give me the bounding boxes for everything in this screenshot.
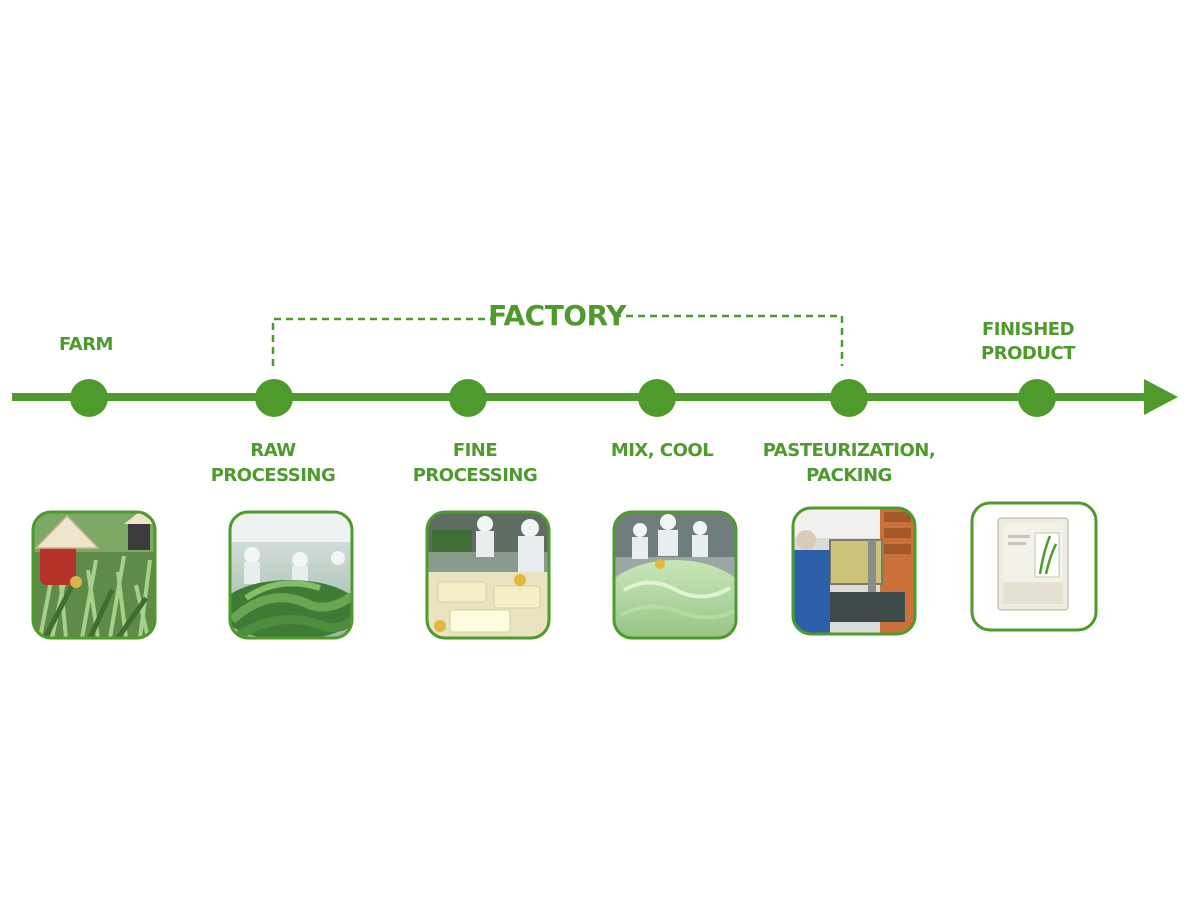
stage-label-raw-line1: RAW	[250, 440, 296, 461]
timeline	[12, 379, 1178, 415]
factory-bracket-right	[614, 314, 844, 366]
photo-mix-cool	[612, 510, 738, 640]
stage-label-farm: FARM	[59, 334, 113, 355]
photo-fine-processing	[425, 510, 551, 640]
photo-frame-farm	[31, 510, 157, 640]
photo-farm	[31, 510, 157, 640]
stage-label-raw-line2: PROCESSING	[211, 465, 336, 486]
photo-pasteurization-packing	[791, 506, 917, 636]
photo-frame-raw	[228, 510, 354, 640]
stage-node-mix-cool	[638, 379, 676, 417]
stage-label-fine-line2: PROCESSING	[413, 465, 538, 486]
stage-nodes	[70, 379, 1056, 417]
stage-label-fin-line2: PRODUCT	[981, 343, 1076, 364]
photo-frame-fine	[425, 510, 551, 640]
stage-label-fin-line1: FINISHED	[982, 319, 1074, 340]
photo-raw-processing	[228, 510, 354, 640]
stage-labels: FARM RAW PROCESSING FINE PROCESSING MIX,…	[59, 319, 1077, 486]
photo-finished-product	[970, 501, 1098, 632]
stage-label-fine-line1: FINE	[453, 440, 497, 461]
stage-label-past-line1: PASTEURIZATION,	[763, 440, 935, 461]
factory-bracket: FACTORY	[271, 299, 844, 366]
photo-frame-past	[791, 506, 917, 636]
stage-node-finished-product	[1018, 379, 1056, 417]
photo-frame-mix	[612, 510, 738, 640]
factory-label: FACTORY	[488, 299, 627, 332]
stage-node-farm	[70, 379, 108, 417]
stage-node-pasteurization-packing	[830, 379, 868, 417]
stage-node-fine-processing	[449, 379, 487, 417]
timeline-arrowhead	[1144, 379, 1178, 415]
stage-label-past-line2: PACKING	[806, 465, 892, 486]
stage-node-raw-processing	[255, 379, 293, 417]
stage-label-mix: MIX, COOL	[611, 440, 713, 461]
factory-bracket-left	[271, 317, 494, 366]
